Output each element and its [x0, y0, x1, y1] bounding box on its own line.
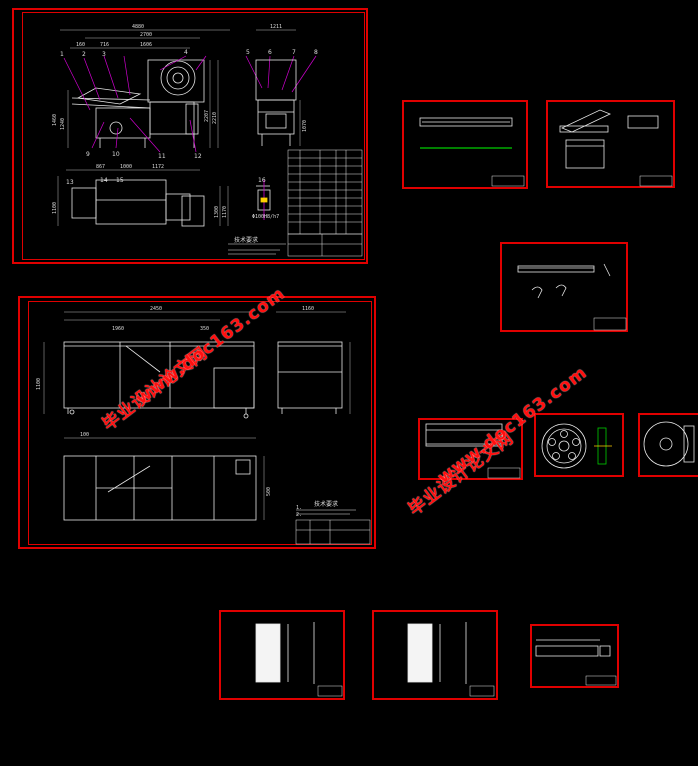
main-leader-lines	[63, 55, 317, 153]
part-number-8: 8	[314, 49, 318, 56]
dim-side-width: 1211	[270, 24, 282, 30]
part-number-16: 16	[258, 177, 266, 184]
plate-part-sheet-2[interactable]	[372, 610, 498, 700]
dim-top-b: 1000	[120, 164, 132, 170]
main-top-view	[57, 169, 229, 227]
frame-border	[28, 301, 372, 545]
dim-top-d: 1300	[214, 206, 220, 218]
part-number-4: 4	[184, 49, 188, 56]
cutter-part-sheet[interactable]	[546, 100, 675, 188]
shaft-part-view	[419, 117, 525, 187]
disc-part-sheet[interactable]	[534, 413, 624, 477]
frame-sheet[interactable]	[18, 296, 376, 549]
frame-top-view	[63, 437, 265, 521]
frame-note-1: 1.	[296, 505, 302, 511]
bracket-part-view	[517, 263, 627, 331]
disc-part-view	[541, 423, 612, 469]
part-number-7: 7	[292, 49, 296, 56]
housing-part-view	[425, 423, 521, 479]
plate-part-sheet-1[interactable]	[219, 610, 345, 700]
part-number-2: 2	[82, 51, 86, 58]
bar-part-sheet[interactable]	[530, 624, 619, 688]
part-number-12: 12	[194, 153, 202, 160]
frame-dim-side: 1160	[302, 306, 314, 312]
part-number-15: 15	[116, 177, 124, 184]
main-front-view	[60, 29, 230, 148]
frame-dim-height: 1100	[36, 378, 42, 390]
part-number-10: 10	[112, 151, 120, 158]
frame-dim-small: 350	[200, 326, 209, 332]
part-number-9: 9	[86, 151, 90, 158]
main-assembly-border	[22, 12, 365, 260]
dim-b: 716	[100, 42, 109, 48]
bracket-part-sheet[interactable]	[500, 242, 628, 332]
housing-part-sheet[interactable]	[418, 418, 523, 480]
main-assembly-sheet[interactable]	[12, 8, 368, 264]
main-bom-table	[287, 149, 363, 257]
frame-dim-top-a: 100	[80, 432, 89, 438]
plate-part-view-1	[255, 622, 343, 697]
shaft-part-sheet[interactable]	[402, 100, 528, 189]
main-notes-title: 技术要求	[234, 236, 258, 244]
dim-height-4: 2210	[212, 112, 218, 124]
part-number-13: 13	[66, 179, 74, 186]
flange-part-view	[643, 421, 695, 467]
dim-side-height: 1070	[302, 120, 308, 132]
cutter-part-view	[559, 109, 673, 187]
main-detail-view	[256, 180, 271, 220]
part-number-5: 5	[246, 49, 250, 56]
frame-dim-top-b: 500	[266, 487, 272, 496]
frame-notes-title: 技术要求	[314, 500, 338, 508]
frame-title-block	[295, 509, 371, 545]
dim-a: 160	[76, 42, 85, 48]
frame-side-view	[276, 311, 351, 414]
fit-note: Φ100H8/h7	[252, 214, 279, 220]
dim-top-a: 867	[96, 164, 105, 170]
frame-dim-length: 2450	[150, 306, 162, 312]
dim-overall-length: 4880	[132, 24, 144, 30]
frame-dim-inner: 1960	[112, 326, 124, 332]
dim-top-width: 1100	[52, 202, 58, 214]
main-side-view	[255, 29, 301, 146]
dim-top-c: 1172	[152, 164, 164, 170]
part-number-1: 1	[60, 51, 64, 58]
dim-width: 2700	[140, 32, 152, 38]
dim-height: 1460	[52, 114, 58, 126]
part-number-11: 11	[158, 153, 166, 160]
plate-part-view-2	[407, 622, 495, 697]
bar-part-view	[535, 639, 617, 686]
part-number-3: 3	[102, 51, 106, 58]
main-notes-block	[228, 243, 286, 255]
frame-note-2: 2.	[296, 512, 302, 518]
dim-c: 1606	[140, 42, 152, 48]
dim-height-3: 2207	[204, 110, 210, 122]
dim-top-e: 1170	[222, 206, 228, 218]
flange-part-sheet[interactable]	[638, 413, 698, 477]
frame-front-view	[43, 311, 255, 419]
dim-height-2: 1240	[60, 118, 66, 130]
part-number-14: 14	[100, 177, 108, 184]
part-number-6: 6	[268, 49, 272, 56]
